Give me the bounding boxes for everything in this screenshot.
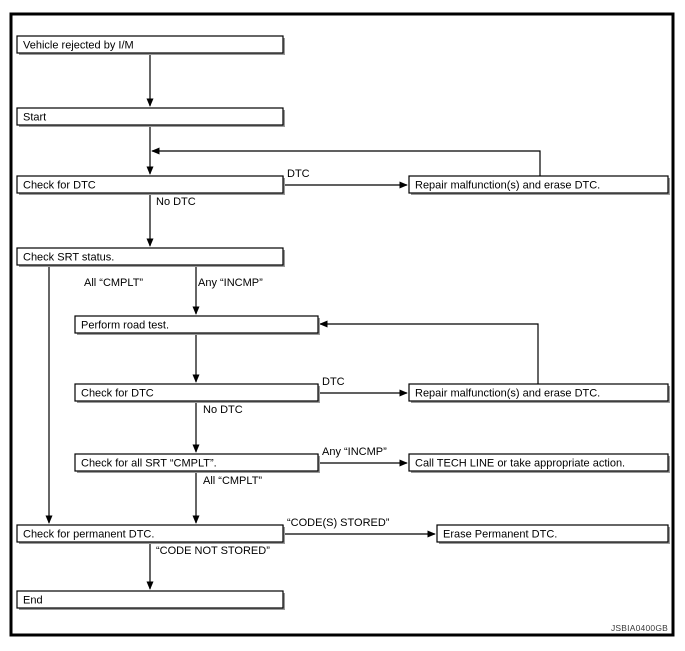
node-frame <box>16 107 284 126</box>
node-check-dtc-2[interactable]: Check for DTC <box>74 383 320 403</box>
node-frame <box>408 175 669 194</box>
node-erase-permanent-dtc[interactable]: Erase Permanent DTC. <box>436 524 670 544</box>
edge-label-all-cmplt-1: All “CMPLT” <box>84 277 143 289</box>
edge-label-any-incmp-1: Any “INCMP” <box>198 277 263 289</box>
node-frame <box>408 383 669 402</box>
node-repair-2[interactable]: Repair malfunction(s) and erase DTC. <box>408 383 670 403</box>
edge-label-dtc-2: DTC <box>322 376 345 388</box>
node-label: Check for all SRT “CMPLT”. <box>81 457 217 469</box>
node-check-all-srt-cmplt[interactable]: Check for all SRT “CMPLT”. <box>74 453 320 473</box>
node-frame <box>16 247 284 266</box>
edge-repair-2-feedback <box>319 320 539 384</box>
edge-label-no-dtc-2: No DTC <box>203 404 243 416</box>
edge-label-all-cmplt-2: All “CMPLT” <box>203 475 262 487</box>
node-frame <box>16 524 284 543</box>
node-label: Check for DTC <box>23 179 96 191</box>
node-label: Check for DTC <box>81 387 154 399</box>
node-vehicle-rejected[interactable]: Vehicle rejected by I/M <box>16 35 285 55</box>
node-label: End <box>23 594 43 606</box>
edge-repair-1-feedback <box>151 147 541 176</box>
node-frame <box>436 524 669 543</box>
node-repair-1[interactable]: Repair malfunction(s) and erase DTC. <box>408 175 670 195</box>
node-label: Repair malfunction(s) and erase DTC. <box>415 179 600 191</box>
edge-label-no-dtc-1: No DTC <box>156 196 196 208</box>
node-end[interactable]: End <box>16 590 285 610</box>
node-label: Vehicle rejected by I/M <box>23 39 134 51</box>
node-frame <box>16 35 284 54</box>
node-label: Check for permanent DTC. <box>23 528 154 540</box>
node-frame <box>16 175 284 194</box>
node-label: Repair malfunction(s) and erase DTC. <box>415 387 600 399</box>
node-label: Start <box>23 111 46 123</box>
node-call-tech-line[interactable]: Call TECH LINE or take appropriate actio… <box>408 453 670 473</box>
edge-label-codes-stored: “CODE(S) STORED” <box>287 517 390 529</box>
node-label: Check SRT status. <box>23 251 114 263</box>
node-label: Perform road test. <box>81 319 169 331</box>
node-check-permanent-dtc[interactable]: Check for permanent DTC. <box>16 524 285 544</box>
edge-label-dtc-1: DTC <box>287 168 310 180</box>
edge-label-code-not-stored: “CODE NOT STORED” <box>156 545 270 557</box>
node-check-dtc-1[interactable]: Check for DTC <box>16 175 285 195</box>
node-layer: Vehicle rejected by I/M Start Check for … <box>16 35 670 610</box>
edge-label-any-incmp-2: Any “INCMP” <box>322 446 387 458</box>
figure-border <box>9 12 675 637</box>
figure-id-watermark: JSBIA0400GB <box>611 623 668 633</box>
node-frame <box>16 590 284 609</box>
node-frame <box>408 453 669 472</box>
node-start[interactable]: Start <box>16 107 285 127</box>
edge-label-layer: DTC No DTC All “CMPLT” Any “INCMP” DTC N… <box>84 168 390 557</box>
node-frame <box>74 453 319 472</box>
node-frame <box>74 383 319 402</box>
node-label: Erase Permanent DTC. <box>443 528 557 540</box>
node-check-srt-status[interactable]: Check SRT status. <box>16 247 285 267</box>
node-frame <box>74 315 319 334</box>
node-label: Call TECH LINE or take appropriate actio… <box>415 457 625 469</box>
node-perform-road-test[interactable]: Perform road test. <box>74 315 320 335</box>
